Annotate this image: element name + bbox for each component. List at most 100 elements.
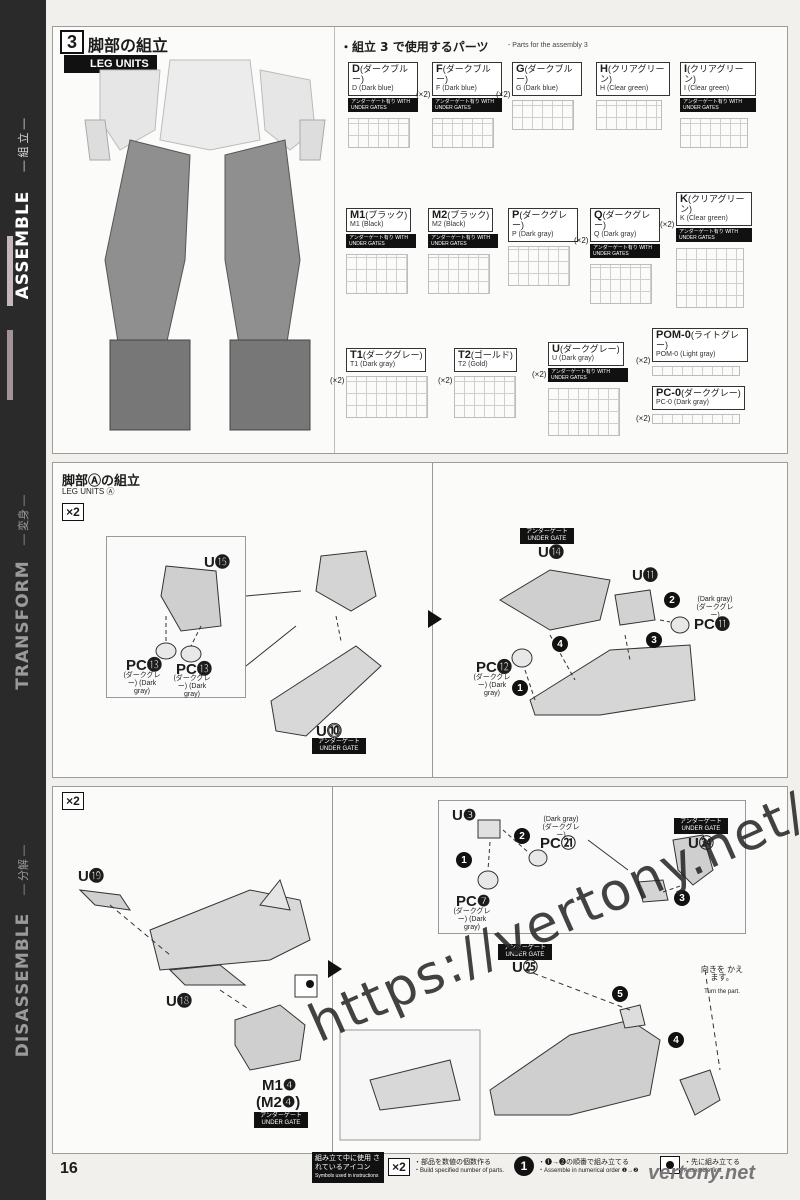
footer-x2-desc: ・部品を数値の個数作る ・Build specified number of p…: [414, 1158, 514, 1176]
sidebar-disassemble-jp: — 分解 —: [18, 844, 30, 896]
runner-color-jp: (ダークブルー): [436, 64, 491, 84]
runner-color-en: G (Dark blue): [516, 85, 559, 92]
step-marker-2: 2: [514, 828, 530, 844]
part-label-u18: U⓲: [166, 993, 192, 1010]
runner-color-jp: (ダークブルー): [352, 64, 408, 84]
runner-color-en: I (Clear green): [684, 85, 730, 92]
runner-color-jp: (ダークグレー): [681, 388, 741, 398]
footer-x2-jp: ・部品を数値の個数作る: [414, 1159, 491, 1166]
runner-u: U(ダークグレー)U (Dark gray)アンダーゲート有り WITH UND…: [532, 342, 628, 436]
runner-color-jp: (クリアグリーン): [684, 64, 744, 84]
footer-order-icon: 1: [514, 1156, 534, 1176]
runner-multiplier: (×2): [532, 370, 547, 379]
sidebar: ASSEMBLE — 組 立 — TRANSFORM — 変身 — DISASS…: [0, 0, 46, 1200]
runner-sprue-image: [652, 366, 740, 376]
part-label-u11: U⓫: [632, 567, 658, 584]
runner-k: K(クリアグリーン)K (Clear green)アンダーゲート有り WITH …: [660, 192, 752, 308]
runner-code: K: [680, 193, 688, 205]
part-label-u25: U㉕: [512, 959, 538, 976]
runner-sprue-image: [454, 376, 516, 418]
runner-label: PC-0(ダークグレー)PC-0 (Dark gray): [652, 386, 745, 410]
runner-h: H(クリアグリーン)H (Clear green): [596, 62, 670, 130]
parts-list-heading: ・組立 3 で使用するパーツ: [340, 40, 489, 54]
runner-d: D(ダークブルー)D (Dark blue)アンダーゲート有り WITH UND…: [348, 62, 418, 148]
runner-color-en: P (Dark gray): [512, 231, 554, 238]
part-label-u19: U⓳: [78, 868, 104, 885]
runner-label: M2(ブラック)M2 (Black): [428, 208, 494, 232]
step-title-jp: 脚部の組立: [88, 36, 169, 55]
sidebar-stripe: [7, 236, 13, 306]
runner-color-jp: (ブラック): [365, 210, 408, 220]
runner-sprue-image: [346, 254, 408, 294]
runner-m2: M2(ブラック)M2 (Black) アンダーゲート有り WITH UNDER G…: [428, 208, 498, 294]
runner-color-jp: (クリアグリーン): [600, 64, 665, 84]
under-gate-badge: アンダーゲート有り WITH UNDER GATES: [348, 98, 418, 112]
step-number: 3: [60, 30, 84, 54]
under-gate-badge: アンダーゲート有り WITH UNDER GATES: [432, 98, 502, 112]
runner-sprue-image: [348, 118, 410, 148]
runner-sprue-image: [428, 254, 490, 294]
leg-units-illustration: [84, 59, 326, 431]
footer-icons-title-en: Symbols used in instructions: [315, 1173, 379, 1179]
runner-color-jp: (ブラック): [447, 210, 490, 220]
runner-g: G(ダークブルー)G (Dark blue)(×2): [496, 62, 582, 130]
runner-label: I(クリアグリーン)I (Clear green): [680, 62, 756, 96]
pc21-color-note: (Dark gray) (ダークグレー): [542, 816, 580, 839]
step-marker-2: 2: [664, 592, 680, 608]
u25-under-gate: アンダーゲート UNDER GATE: [498, 944, 552, 960]
under-gate-badge: アンダーゲート有り WITH UNDER GATES: [346, 234, 416, 248]
runner-label: Q(ダークグレー)Q (Dark gray): [590, 208, 660, 242]
runner-code: M2: [432, 209, 448, 221]
runner-color-en: U (Dark gray): [552, 355, 595, 362]
runner-multiplier: (×2): [416, 90, 431, 99]
footer-order-en: ・Assemble in numerical order ❶→❷: [538, 1168, 639, 1174]
pc12-color-note: (ダークグレー) (Dark gray): [473, 674, 511, 697]
brand-mark: vertony.net: [648, 1162, 756, 1184]
runner-code: P: [512, 209, 520, 221]
sidebar-transform-label: TRANSFORM: [13, 560, 33, 690]
runner-color-jp: (ダークグレー): [559, 344, 620, 354]
runner-label: H(クリアグリーン)H (Clear green): [596, 62, 670, 96]
leg-b-right-diagram: [339, 969, 721, 1141]
runner-sprue-image: [680, 118, 748, 148]
runner-code: Q: [594, 209, 603, 221]
step-title-en: LEG UNITS: [64, 55, 157, 73]
runner-label: POM-0(ライトグレー)POM-0 (Light gray): [652, 328, 748, 362]
pc11-color-note: (Dark gray) (ダークグレー): [696, 596, 734, 619]
u10-under-gate: アンダーゲート UNDER GATE: [312, 738, 366, 754]
step-marker-3: 3: [674, 890, 690, 906]
page-number: 16: [60, 1160, 78, 1177]
leg-b-multiplier: ×2: [62, 792, 84, 810]
runner-multiplier: (×2): [496, 90, 511, 99]
sidebar-disassemble-label: DISASSEMBLE: [13, 912, 33, 1058]
runner-color-en: PC-0 (Dark gray): [656, 399, 709, 406]
runner-label: T1(ダークグレー)T1 (Dark gray): [346, 348, 427, 372]
under-gate-badge: アンダーゲート有り WITH UNDER GATES: [428, 234, 498, 248]
part-label-pc12: PC⓬: [476, 659, 512, 676]
part-label-pc21: PC㉑: [540, 835, 576, 852]
part-label-u14: U⓮: [538, 544, 564, 561]
runner-color-en: T2 (Gold): [458, 361, 488, 368]
sidebar-assemble-jp: — 組 立 —: [18, 118, 30, 172]
runner-multiplier: (×2): [574, 236, 589, 245]
runner-code: M1: [350, 209, 366, 221]
under-gate-badge: アンダーゲート有り WITH UNDER GATES: [590, 244, 660, 258]
pc13-color-note-b: (ダークグレー) (Dark gray): [173, 675, 211, 698]
runner-color-en: Q (Dark gray): [594, 231, 637, 238]
part-label-pc13-b: PC⓭: [176, 661, 212, 678]
leg-a-right-diagram: [499, 569, 696, 716]
runner-code: F: [436, 63, 443, 75]
m1-under-gate: アンダーゲート UNDER GATE: [254, 1112, 308, 1128]
runner-color-en: H (Clear green): [600, 85, 649, 92]
runner-label: F(ダークブルー)F (Dark blue): [432, 62, 502, 96]
turn-note-en: Turn the part.: [704, 989, 740, 995]
runner-label: K(クリアグリーン)K (Clear green): [676, 192, 752, 226]
pc7-color-note: (ダークグレー) (Dark gray): [453, 908, 491, 931]
runner-code: T2: [458, 349, 471, 361]
part-label-m1: M1❹: [262, 1077, 297, 1094]
runner-label: U(ダークグレー)U (Dark gray): [548, 342, 624, 366]
sidebar-transform-jp: — 変身 —: [18, 494, 30, 546]
part-label-pc13-a: PC⓭: [126, 657, 162, 674]
runner-color-en: K (Clear green): [680, 215, 728, 222]
runner-p: P(ダークグレー)P (Dark gray): [508, 208, 578, 286]
